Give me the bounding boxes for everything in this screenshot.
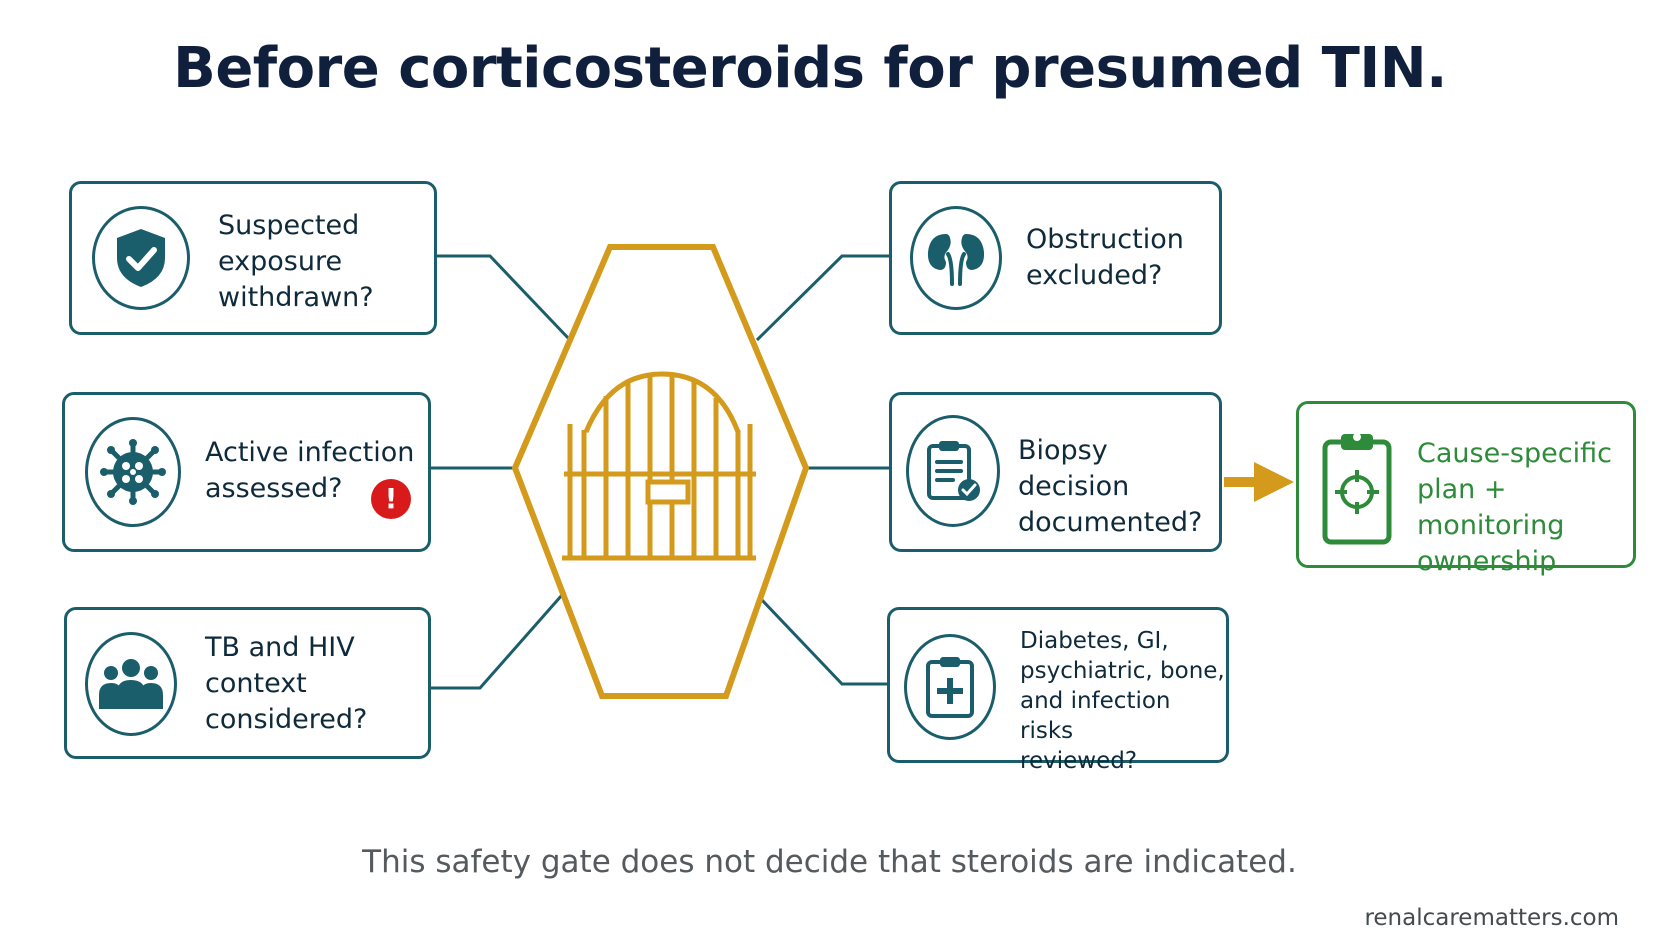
outcome-card: Cause-specific plan + monitoring ownersh… [1296,401,1636,577]
virus-icon [100,439,166,505]
check-label: Diabetes, GI, psychiatric, bone, and inf… [1020,628,1225,774]
clipboard-check-icon [927,441,980,501]
alert-badge: ! [371,479,411,519]
medical-clipboard-icon [926,657,974,718]
icon-circle [906,415,1000,527]
gate-hexagon [511,244,810,699]
check-card-infection: Active infection assessed? ! [62,392,431,552]
icon-circle [910,206,1002,310]
connector-right-bottom [758,596,889,686]
footer-note: This safety gate does not decide that st… [362,844,1297,880]
connector-left-bottom [431,594,564,690]
check-label: TB and HIV context considered? [205,632,368,735]
check-card-biopsy: Biopsy decision documented? [889,392,1222,552]
icon-circle [92,206,190,310]
shield-check-icon [117,229,165,287]
check-label: Obstruction excluded? [1026,224,1184,291]
check-card-risks: Diabetes, GI, psychiatric, bone, and inf… [887,607,1229,774]
check-label: Active infection assessed? [205,437,415,504]
check-card-tb-hiv: TB and HIV context considered? [64,607,431,759]
target-clipboard-icon [1322,433,1392,545]
icon-circle [904,634,996,740]
check-card-exposure: Suspected exposure withdrawn? [69,181,437,335]
page-title: Before corticosteroids for presumed TIN. [173,36,1447,101]
check-label: Biopsy decision documented? [1018,435,1203,538]
gate-icon [562,371,756,561]
connector-right-top [755,254,889,342]
site-credit: renalcarematters.com [1364,905,1619,931]
icon-circle [85,632,177,736]
outcome-label: Cause-specific plan + monitoring ownersh… [1417,438,1612,577]
people-group-icon [99,659,163,709]
kidneys-icon [927,234,985,286]
icon-circle [85,417,181,527]
check-label: Suspected exposure withdrawn? [218,210,374,313]
connector-left-top [437,254,572,342]
outcome-arrow [1224,462,1294,502]
check-card-obstruction: Obstruction excluded? [889,181,1222,335]
